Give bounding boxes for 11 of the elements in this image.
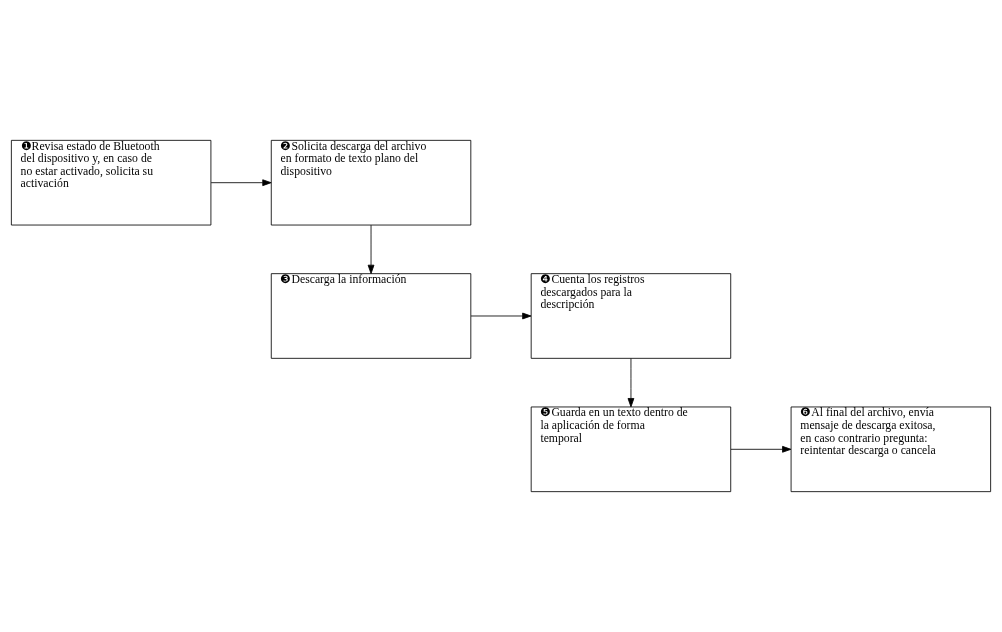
node-box: ❹Cuenta los registros descargados para la descripción bbox=[530, 273, 732, 359]
node-box: ❻Al final del archivo, envía mensaje de descarga exitosa, en caso contrario pregunta: reintentar descarga o cancela bbox=[790, 406, 992, 493]
arrow bbox=[367, 224, 375, 274]
node-box: ❸Descarga la información bbox=[270, 273, 472, 359]
node-box: ❺Guarda en un texto dentro de la aplicación de forma temporal bbox=[530, 406, 732, 493]
node-box: ❶Revisa estado de Bluetooth del dispositivo y, en caso de no estar activado, solicita su activación bbox=[10, 139, 212, 226]
node-box: ❷Solicita descarga del archivo en formato de texto plano del dispositivo bbox=[270, 139, 472, 226]
arrow bbox=[730, 445, 792, 453]
arrow bbox=[627, 358, 635, 408]
arrow bbox=[470, 312, 532, 320]
arrow bbox=[210, 179, 272, 187]
